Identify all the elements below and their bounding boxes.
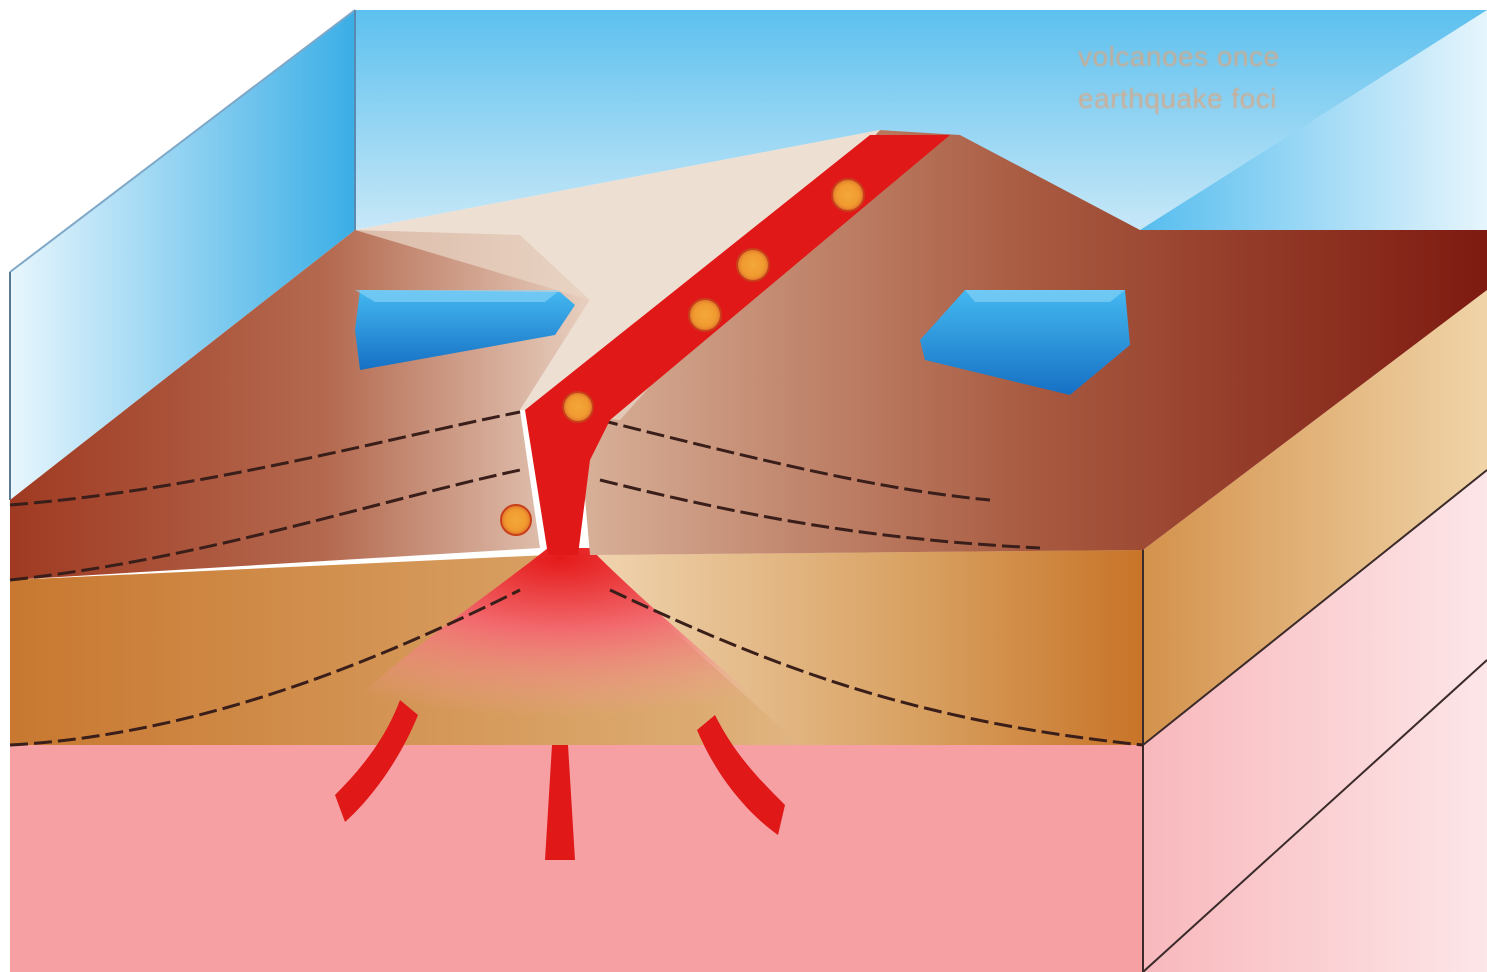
circle-icon (689, 299, 721, 331)
legend-line-volcanoes: volcanoes once (1078, 36, 1378, 78)
legend-line-earthquakes: earthquake foci (1078, 78, 1378, 120)
legend: volcanoes once earthquake foci (1078, 36, 1378, 120)
circle-icon (832, 179, 864, 211)
circle-icon (563, 392, 593, 422)
circle-icon (501, 505, 531, 535)
circle-icon (737, 249, 769, 281)
